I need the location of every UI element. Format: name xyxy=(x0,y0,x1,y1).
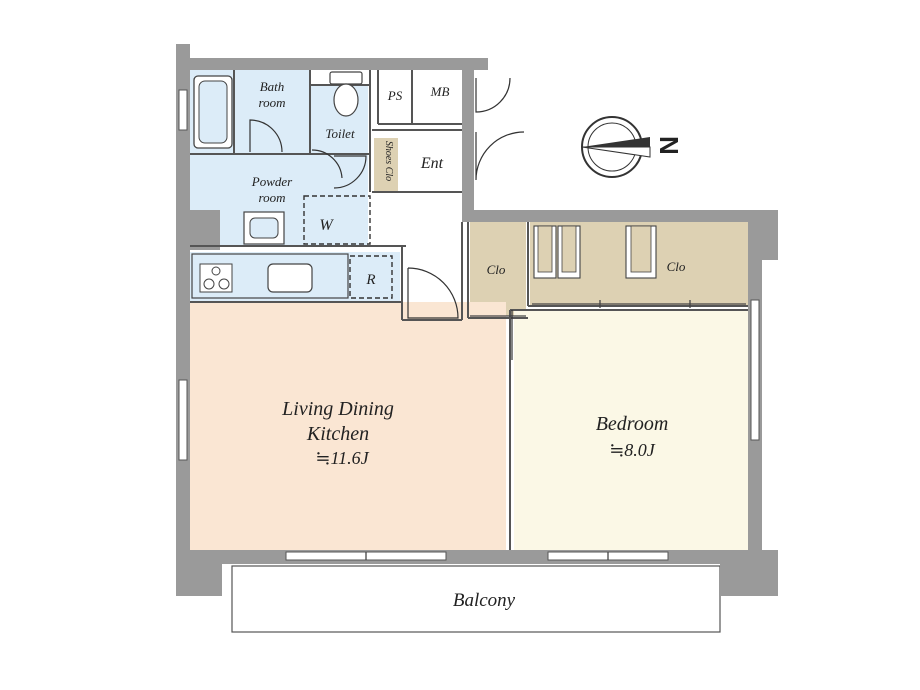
door-bathroom xyxy=(249,119,283,153)
label-washer: W xyxy=(319,217,334,234)
door-powder xyxy=(311,149,343,179)
washer-space xyxy=(303,195,371,245)
wall-bottom-left-pillar xyxy=(176,550,222,596)
burner-2 xyxy=(218,278,230,290)
door-entrance xyxy=(475,131,525,181)
label-bedroom: Bedroom xyxy=(596,413,669,435)
wall-pillar-left xyxy=(190,210,220,250)
door-ldk xyxy=(407,267,459,319)
wall-top-cap xyxy=(176,44,188,64)
burner-3 xyxy=(211,266,221,276)
wall-entrance-right xyxy=(462,70,474,210)
label-toilet: Toilet xyxy=(325,126,355,141)
label-entrance: Ent xyxy=(420,155,444,172)
label-refrigerator: R xyxy=(365,272,375,288)
refrigerator-space xyxy=(349,255,393,299)
label-closet-left: Clo xyxy=(487,262,506,277)
label-bedroom-area: ≒8.0J xyxy=(609,440,656,460)
compass-label: N xyxy=(654,136,684,155)
label-bathroom: Bath xyxy=(260,79,285,94)
wall-top xyxy=(176,58,488,70)
door-toilet xyxy=(333,155,367,189)
label-ldk-2: Kitchen xyxy=(306,423,369,445)
compass: N xyxy=(581,116,684,178)
wall-bottom-right-pillar xyxy=(720,550,778,596)
burner-1 xyxy=(203,278,215,290)
toilet-tank xyxy=(329,71,363,85)
label-bathroom-2: room xyxy=(259,95,286,110)
window-right xyxy=(750,299,760,441)
label-ldk-area: ≒11.6J xyxy=(315,448,369,468)
label-mb: MB xyxy=(430,84,450,99)
balcony-floor xyxy=(231,565,721,633)
ldk-floor xyxy=(190,302,506,550)
door-entrance-upper xyxy=(475,77,511,113)
closet-left-floor xyxy=(470,222,526,316)
label-shoes-closet: Shoes Clo xyxy=(383,141,394,181)
wall-top-right xyxy=(462,210,778,222)
label-powder-room-2: room xyxy=(259,190,286,205)
toilet-bowl xyxy=(333,83,359,117)
bedroom-floor xyxy=(514,310,748,550)
wall-bottom xyxy=(176,550,778,564)
kitchen-sink xyxy=(267,263,313,293)
label-balcony: Balcony xyxy=(453,590,516,611)
label-powder-room: Powder xyxy=(251,174,293,189)
shoes-closet-floor xyxy=(374,138,398,192)
label-closet-right: Clo xyxy=(667,259,686,274)
window-left-lower xyxy=(178,379,188,461)
label-ps: PS xyxy=(387,88,403,103)
window-left-upper xyxy=(178,89,188,131)
wall-right xyxy=(748,210,778,260)
label-ldk: Living Dining xyxy=(281,398,394,420)
